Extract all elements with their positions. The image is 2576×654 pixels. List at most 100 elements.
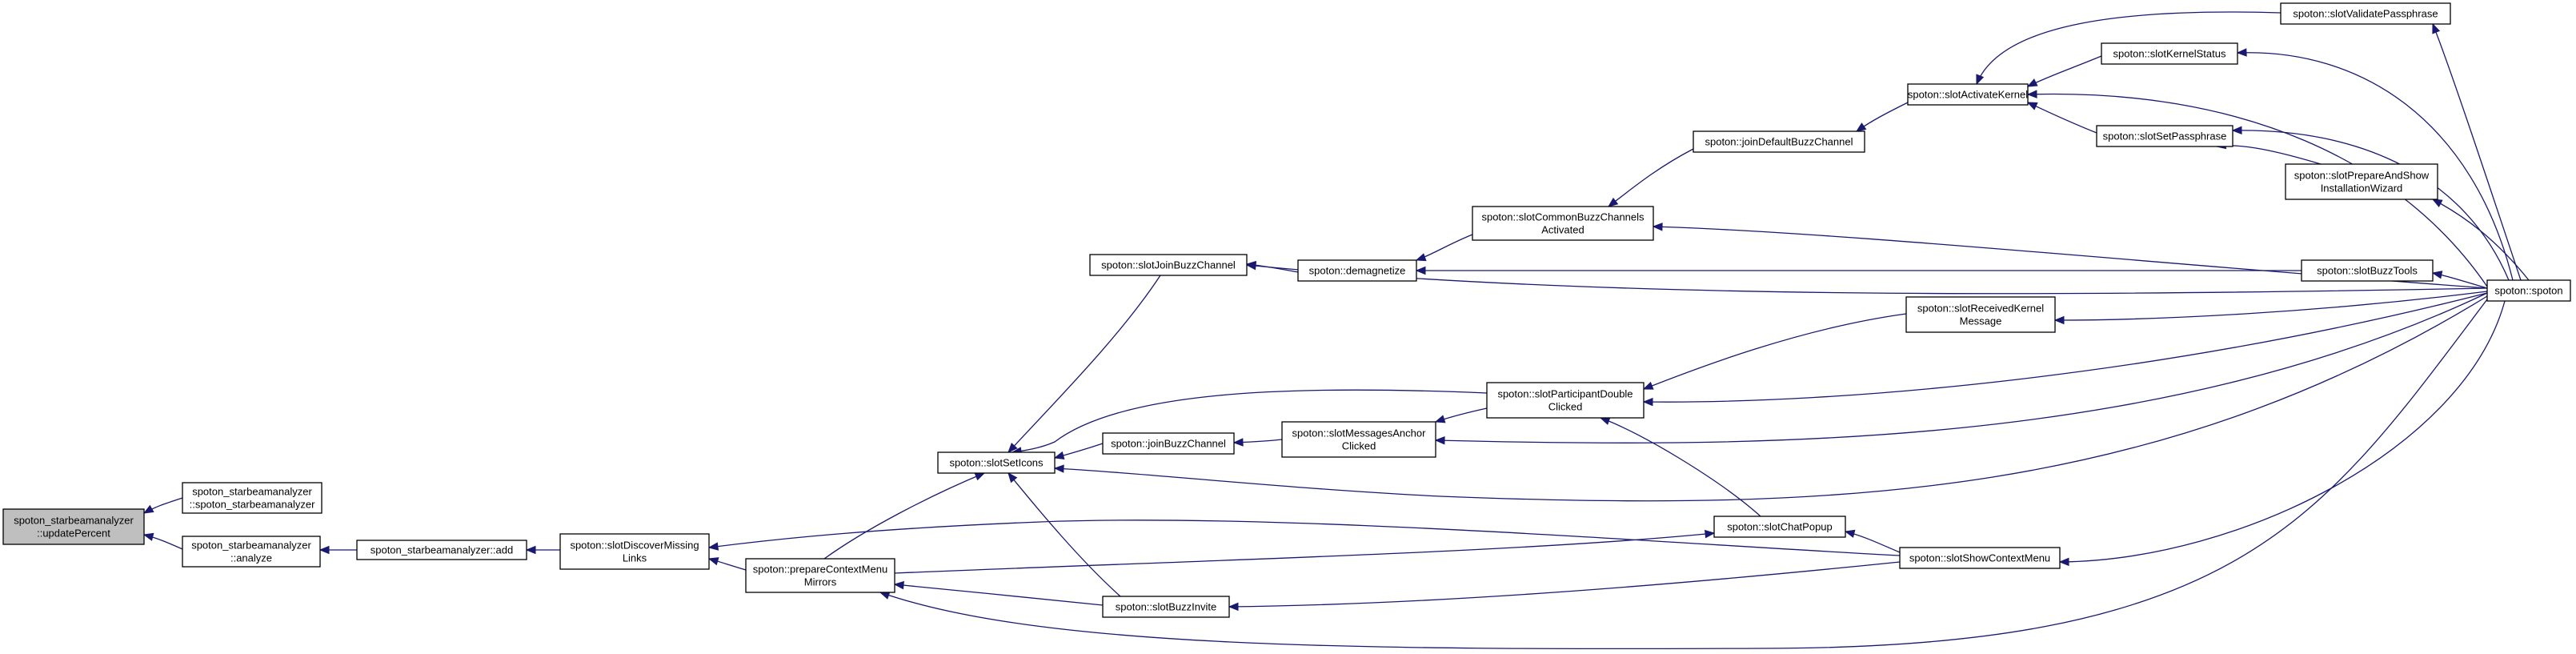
edge-msgAnchor-to-joinBuzz [1232,438,1283,447]
node-box [356,540,527,560]
arrowhead [1053,464,1064,473]
edge-spoton-to-showCtx [2058,300,2506,567]
graph-node-validatePass[interactable]: spoton::slotValidatePassphrase [2280,2,2451,25]
node-box [2280,2,2451,25]
graph-node-buzzInvite[interactable]: spoton::slotBuzzInvite [1102,596,1230,618]
arrowhead [2026,78,2038,87]
arrowhead [318,545,330,555]
node-label: spoton::slotBuzzTools [2317,265,2418,277]
edge-prepareCtx-to-discover [707,557,747,571]
node-label: spoton_starbeamanalyzer [192,486,312,498]
node-label: spoton::slotChatPopup [1727,521,1833,533]
arrowhead [2431,199,2443,207]
edge-joinBuzzSlot-to-setIcons [1008,275,1161,453]
graph-node-kernelStatus[interactable]: spoton::slotKernelStatus [2101,42,2238,65]
edge-recvKernel-to-participant [1642,313,1907,390]
graph-node-showCtx[interactable]: spoton::slotShowContextMenu [1899,547,2061,569]
node-box [1102,596,1230,618]
node-label: spoton::slotMessagesAnchor [1292,427,1427,439]
arrowhead [2026,90,2037,98]
node-label: spoton::slotJoinBuzzChannel [1101,259,1236,271]
node-label: spoton::slotKernelStatus [2113,48,2226,60]
graph-node-prepareShow[interactable]: spoton::slotPrepareAndShowInstallationWi… [2285,163,2438,200]
node-label: spoton::slotShowContextMenu [1909,552,2050,564]
graph-node-ctor[interactable]: spoton_starbeamanalyzer::spoton_starbeam… [182,482,323,514]
node-box [1089,254,1248,276]
edge-spoton-to-validatePass [2432,22,2522,281]
edge-buzzInvite-to-prepareCtx [893,580,1104,606]
arrowhead [1228,602,1239,612]
graph-node-analyze[interactable]: spoton_starbeamanalyzer::analyze [182,536,321,568]
node-label: ::spoton_starbeamanalyzer [190,499,315,511]
node-label: spoton_starbeamanalyzer::add [371,544,514,556]
graph-node-joinBuzz[interactable]: spoton::joinBuzzChannel [1102,432,1235,455]
arrowhead [707,557,719,566]
edge-add-to-analyze [318,545,357,555]
node-label: spoton::demagnetize [1309,265,1406,277]
arrowhead [1844,529,1856,538]
arrowhead [1434,436,1445,445]
arrowhead [1434,415,1446,423]
edge-ctor-to-updatePercent [142,497,183,514]
graph-node-chatPopup[interactable]: spoton::slotChatPopup [1713,516,1846,538]
node-box [745,558,895,593]
node-box [1693,130,1865,153]
node-box [1905,296,2056,333]
arrowhead [1008,471,1018,483]
node-label: spoton::slotCommonBuzzChannels [1481,211,1645,223]
edge-buzzTools-to-demagnetize [1415,266,2302,275]
edge-buzzInvite-to-setIcons [1008,471,1121,597]
arrowhead [1053,451,1065,460]
edge-setPass-to-activateKernel [2026,102,2097,134]
edge-spoton-to-prepareShow [2431,199,2530,281]
arrowhead [1705,529,1716,539]
arrowhead [1008,442,1018,453]
graph-node-joinDefault[interactable]: spoton::joinDefaultBuzzChannel [1693,130,1865,153]
edge-spoton-to-recvKernel [2053,291,2488,325]
arrowhead [1642,381,1654,390]
arrowhead [142,532,154,541]
node-label: spoton::slotSetPassphrase [2103,130,2227,142]
edge-chatPopup-to-participant [1599,416,1761,517]
node-box [1486,382,1645,419]
graph-node-activateKernel[interactable]: spoton::slotActivateKernel [1907,83,2029,106]
graph-node-buzzTools[interactable]: spoton::slotBuzzTools [2301,259,2434,282]
arrowhead [2231,126,2242,135]
graph-node-spoton[interactable]: spoton::spoton [2486,279,2571,302]
node-label: Mirrors [804,576,837,588]
edge-prepareCtx-to-setIcons [823,472,986,560]
graph-node-add[interactable]: spoton_starbeamanalyzer::add [356,540,527,560]
node-box [182,482,323,514]
graph-node-demagnetize[interactable]: spoton::demagnetize [1297,259,1417,282]
graph-node-setIcons[interactable]: spoton::slotSetIcons [937,451,1056,474]
arrowhead [1855,122,1867,132]
node-box [1472,206,1654,241]
edge-showCtx-to-chatPopup [1844,529,1901,553]
node-label: spoton::slotBuzzInvite [1116,601,1216,613]
node-label: Clicked [1342,440,1376,452]
node-label: spoton::slotReceivedKernel [1917,303,2044,315]
node-label: spoton::slotActivateKernel [1908,89,2028,101]
arrowhead [879,591,891,600]
edge-joinDefault-to-commonBuzz [1607,148,1694,207]
arrowhead [707,542,719,551]
edge-spoton-to-setIcons [1053,295,2488,502]
graph-node-setPass[interactable]: spoton::slotSetPassphrase [2096,125,2233,147]
graph-node-joinBuzzSlot[interactable]: spoton::slotJoinBuzzChannel [1089,254,1248,276]
edge-commonBuzz-to-demagnetize [1415,234,1473,262]
node-label: InstallationWizard [2321,183,2403,195]
graph-node-updatePercent[interactable]: spoton_starbeamanalyzer::updatePercent [2,508,145,545]
node-label: spoton_starbeamanalyzer [14,515,134,527]
node-box [2486,279,2571,302]
arrowhead [2053,315,2065,325]
arrowhead [1652,223,1663,231]
arrowhead [1245,261,1256,271]
arrowhead [893,580,904,590]
node-box [1297,259,1417,282]
